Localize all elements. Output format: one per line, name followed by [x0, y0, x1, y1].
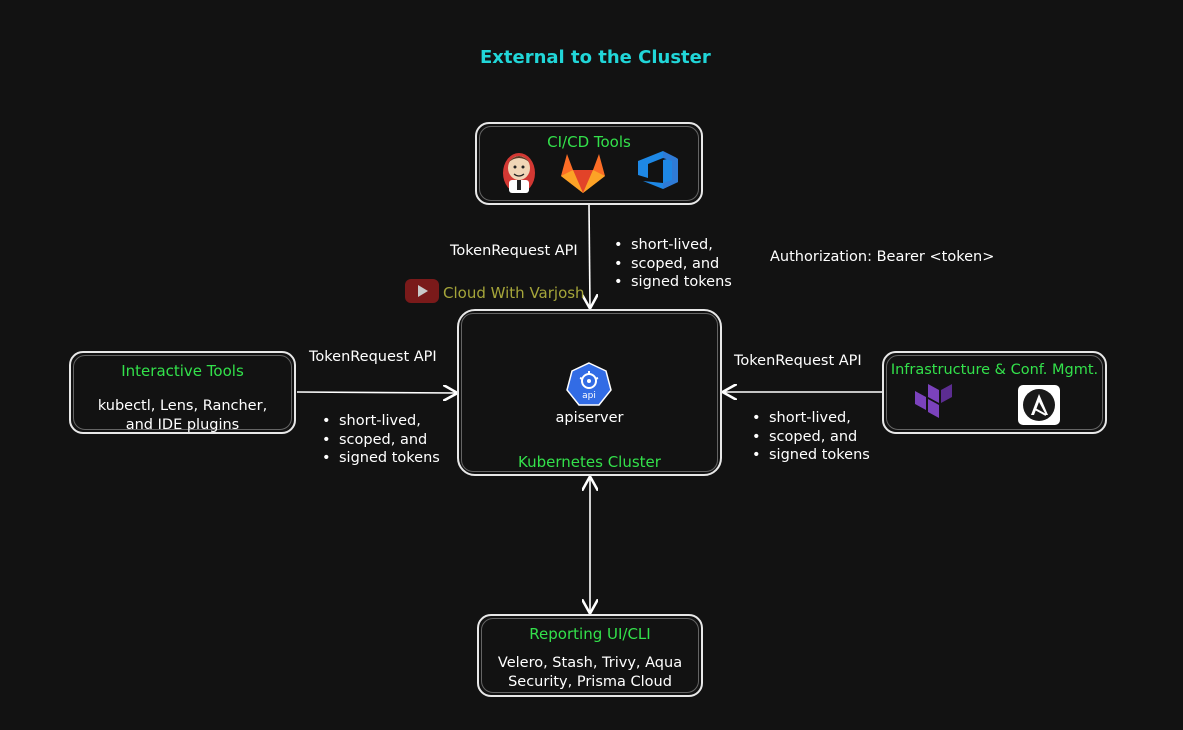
diagram-title: External to the Cluster — [480, 47, 711, 68]
reporting-label: Reporting UI/CLI — [529, 625, 651, 643]
watermark-text: Cloud With Varjosh — [443, 284, 585, 302]
api-badge-icon: api — [566, 362, 612, 412]
watermark: Cloud With Varjosh — [405, 279, 585, 307]
infrastructure-label: Infrastructure & Conf. Mgmt. — [890, 362, 1099, 378]
infra-token-request-label: TokenRequest API — [734, 353, 862, 369]
token-prop-item: signed tokens — [750, 446, 870, 465]
apiserver-label: apiserver — [555, 410, 624, 426]
interactive-to-cluster-arrow — [296, 392, 456, 393]
interactive-tools-label: Interactive Tools — [121, 362, 244, 380]
token-prop-item: signed tokens — [320, 449, 440, 468]
reporting-box: Reporting UI/CLI Velero, Stash, Trivy, A… — [477, 614, 703, 697]
kubernetes-cluster-box: api apiserver Kubernetes Cluster — [457, 309, 722, 476]
token-prop-item: signed tokens — [612, 273, 732, 292]
token-prop-item: short-lived, — [612, 236, 732, 255]
terraform-icon — [915, 384, 953, 428]
infra-token-props: short-lived, scoped, and signed tokens — [750, 409, 870, 465]
kubernetes-cluster-label: Kubernetes Cluster — [518, 453, 661, 471]
cicd-token-request-label: TokenRequest API — [450, 243, 578, 259]
token-prop-item: short-lived, — [320, 412, 440, 431]
interactive-token-props: short-lived, scoped, and signed tokens — [320, 412, 440, 468]
reporting-line1: Velero, Stash, Trivy, Aqua — [497, 655, 683, 671]
interactive-tools-line1: kubectl, Lens, Rancher, — [97, 398, 268, 414]
interactive-tools-box: Interactive Tools kubectl, Lens, Rancher… — [69, 351, 296, 434]
reporting-line2: Security, Prisma Cloud — [508, 674, 672, 690]
token-prop-item: scoped, and — [750, 428, 870, 447]
interactive-token-request-label: TokenRequest API — [309, 349, 437, 365]
azure-devops-icon — [635, 148, 681, 196]
api-badge-text: api — [582, 391, 596, 401]
youtube-icon — [405, 279, 439, 307]
infrastructure-box: Infrastructure & Conf. Mgmt. — [882, 351, 1107, 434]
token-prop-item: scoped, and — [612, 255, 732, 274]
cicd-token-props: short-lived, scoped, and signed tokens — [612, 236, 732, 292]
jenkins-icon — [501, 151, 537, 199]
authorization-header-label: Authorization: Bearer <token> — [770, 249, 995, 265]
token-prop-item: scoped, and — [320, 431, 440, 450]
token-prop-item: short-lived, — [750, 409, 870, 428]
gitlab-icon — [560, 152, 606, 198]
interactive-tools-line2: and IDE plugins — [125, 417, 240, 433]
ansible-icon — [1018, 385, 1060, 429]
cicd-tools-box: CI/CD Tools — [475, 122, 703, 205]
cicd-to-cluster-arrow — [589, 204, 590, 307]
cicd-tools-label: CI/CD Tools — [547, 133, 631, 151]
